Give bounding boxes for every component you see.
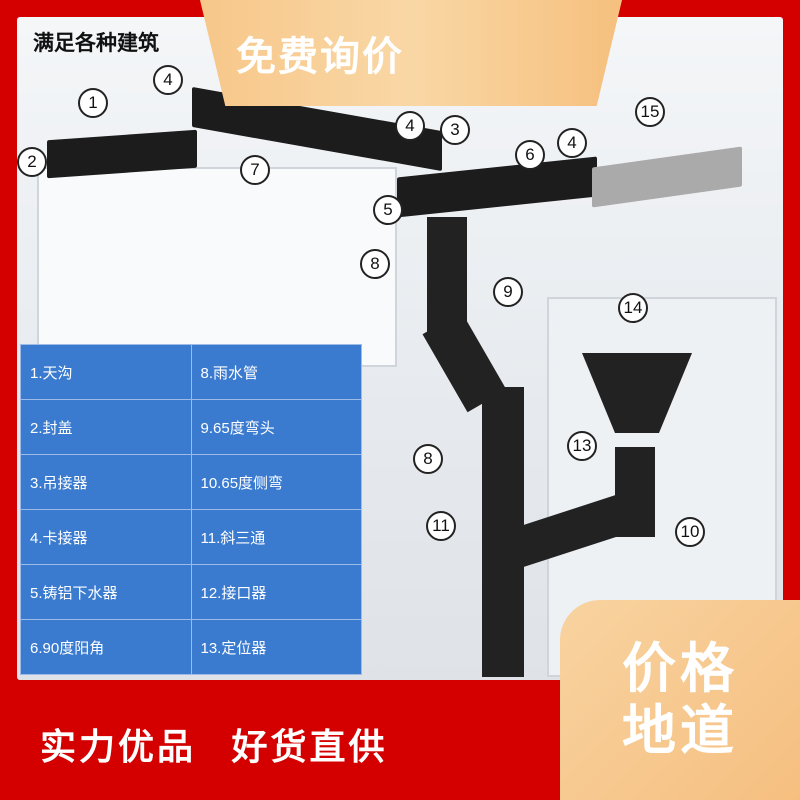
price-badge-line1: 价格 — [622, 637, 738, 700]
price-badge: 价格 地道 — [560, 600, 800, 800]
part-label: 10.65度侧弯 — [190, 454, 362, 510]
part-label: 2.封盖 — [20, 399, 192, 455]
house-background — [37, 167, 397, 367]
callout-4: 4 — [557, 128, 587, 158]
callout-5: 5 — [373, 195, 403, 225]
callout-4: 4 — [153, 65, 183, 95]
part-label: 6.90度阳角 — [20, 619, 192, 675]
callout-14: 14 — [618, 293, 648, 323]
callout-11: 11 — [426, 511, 456, 541]
callout-15: 15 — [635, 97, 665, 127]
callout-1: 1 — [78, 88, 108, 118]
part-label: 1.天沟 — [20, 344, 192, 400]
part-label: 4.卡接器 — [20, 509, 192, 565]
part-label: 5.铸铝下水器 — [20, 564, 192, 620]
part-label: 11.斜三通 — [190, 509, 362, 565]
callout-9: 9 — [493, 277, 523, 307]
slogan: 实力优品 好货直供 — [40, 727, 388, 768]
callout-4: 4 — [395, 111, 425, 141]
callout-3: 3 — [440, 115, 470, 145]
part-label: 9.65度弯头 — [190, 399, 362, 455]
price-badge-line2: 地道 — [622, 699, 738, 762]
part-label: 13.定位器 — [190, 619, 362, 675]
callout-10: 10 — [675, 517, 705, 547]
side-pipe — [615, 447, 655, 537]
free-quote-badge[interactable]: 免费询价 — [200, 0, 622, 106]
callout-2: 2 — [17, 147, 47, 177]
callout-6: 6 — [515, 140, 545, 170]
callout-8: 8 — [360, 249, 390, 279]
gutter-guard — [592, 146, 742, 208]
part-label: 3.吊接器 — [20, 454, 192, 510]
subtitle: 满足各种建筑 — [33, 31, 159, 55]
part-label: 12.接口器 — [190, 564, 362, 620]
part-label: 8.雨水管 — [190, 344, 362, 400]
callout-7: 7 — [240, 155, 270, 185]
callout-8: 8 — [413, 444, 443, 474]
callout-13: 13 — [567, 431, 597, 461]
